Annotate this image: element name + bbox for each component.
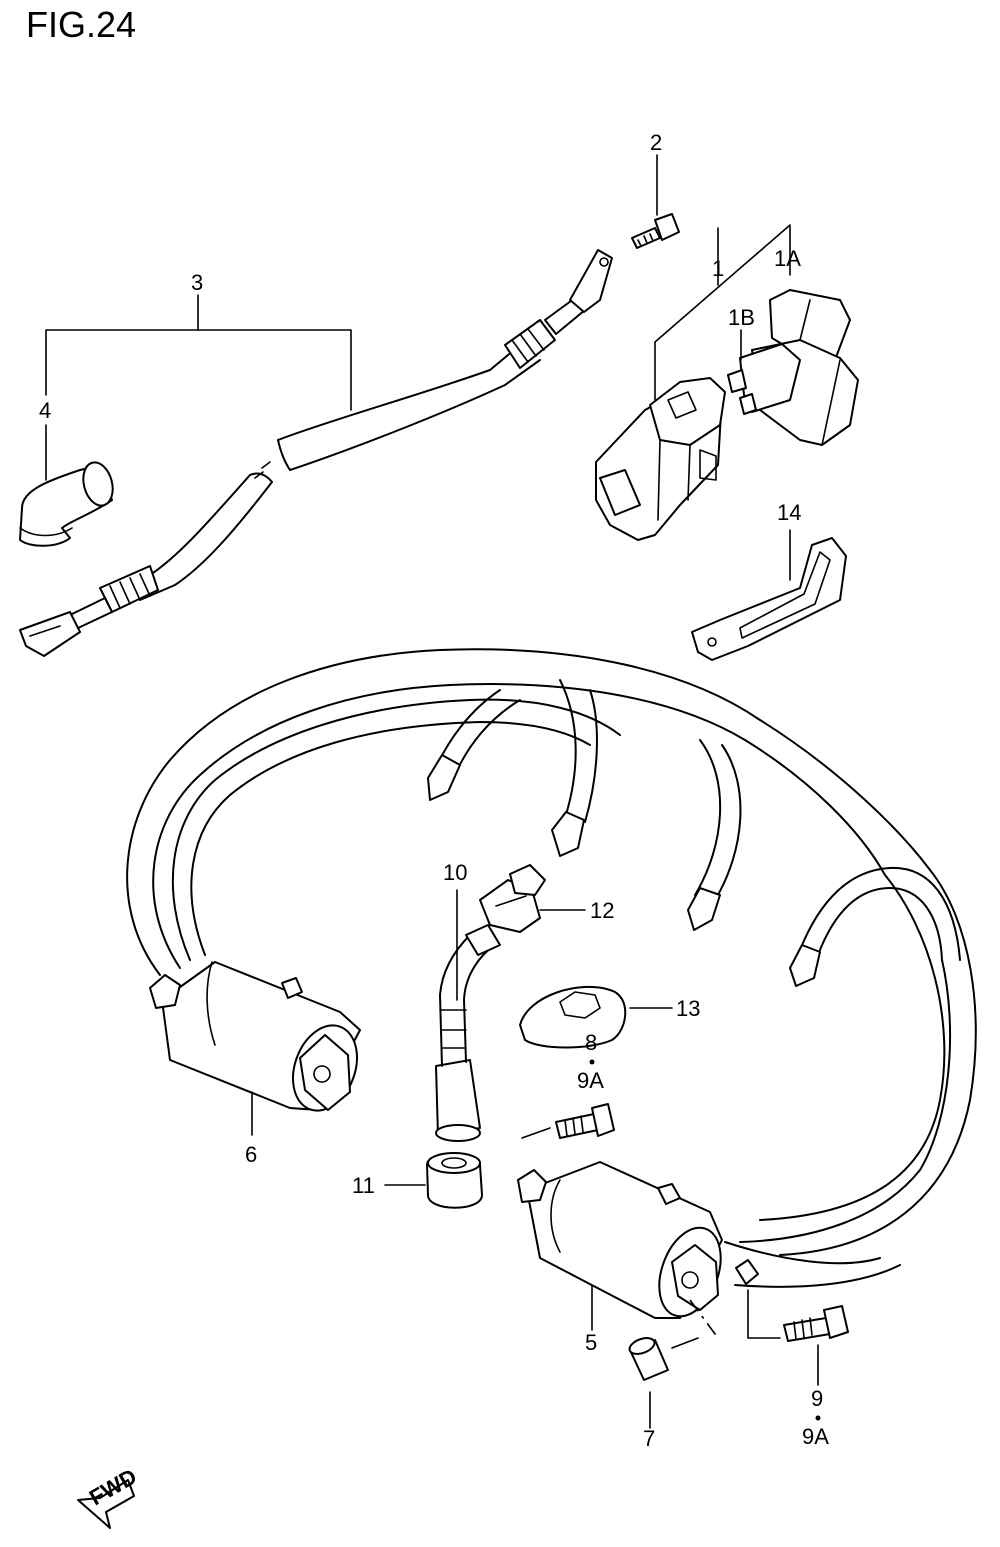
callout-4: 4 [39,398,51,423]
callout-9A-lower: 9A [802,1424,829,1449]
callout-1B: 1B [728,305,755,330]
rubber-cap-part-11[interactable] [426,1152,483,1209]
callout-14: 14 [777,500,801,525]
callout-12: 12 [590,898,614,923]
callout-7: 7 [643,1426,655,1451]
callout-11: 11 [352,1173,375,1198]
ignition-coil-part-5[interactable] [517,1161,759,1325]
callout-8: 8 [585,1030,597,1055]
connector-part-1A-1B[interactable] [727,289,859,446]
bolt-part-8[interactable] [555,1103,615,1139]
callout-1: 1 [712,256,724,281]
callout-3: 3 [191,270,203,295]
callout-9A-upper: 9A [577,1068,604,1093]
callout-2: 2 [650,130,662,155]
cap-part-12[interactable] [479,864,546,933]
cap-nut-part-13[interactable] [519,985,627,1049]
ignition-coil-part-6[interactable] [149,961,368,1120]
ground-wire-part-3[interactable] [19,249,613,657]
callout-9: 9 [811,1386,823,1411]
callout-5: 5 [585,1330,597,1355]
plug-boot-part-10[interactable] [435,924,501,1142]
fwd-direction-badge: FWD [77,1464,141,1529]
connector-part-1[interactable] [595,377,726,541]
bracket-part-14[interactable] [691,537,847,661]
figure-title: FIG.24 [26,4,137,45]
plug-cap-part-4[interactable] [19,459,117,547]
callout-6: 6 [245,1142,257,1167]
bolt-part-9[interactable] [783,1305,849,1342]
ignition-harness[interactable] [126,648,977,1288]
spacer-part-7[interactable] [627,1335,669,1381]
callout-10: 10 [443,860,467,885]
callout-13: 13 [676,996,700,1021]
bolt-part-2[interactable] [631,213,680,249]
callout-1A: 1A [774,246,801,271]
